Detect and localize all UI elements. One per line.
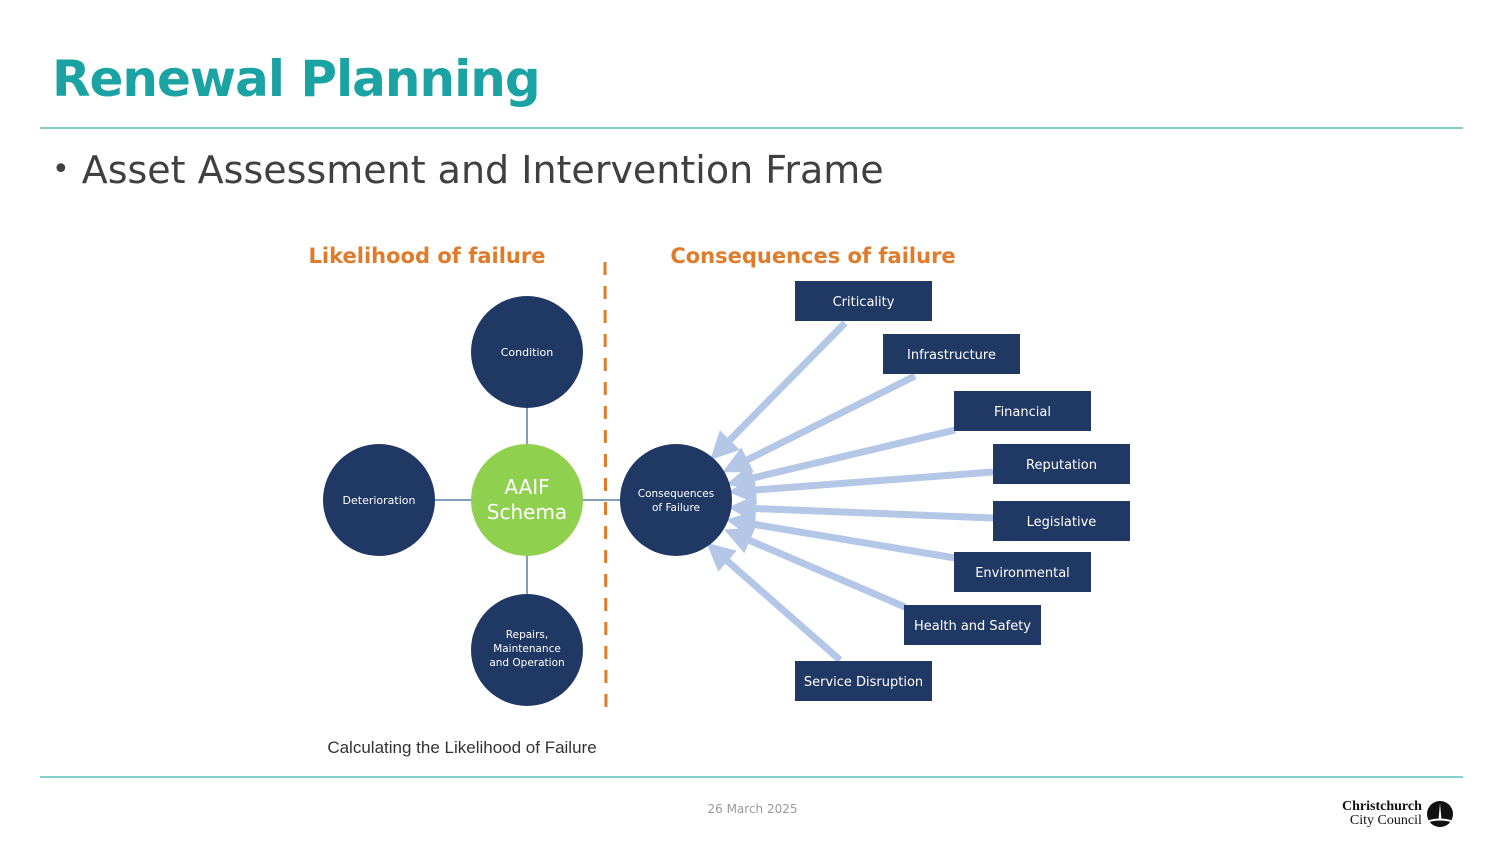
factor-label-legislative: Legislative (1027, 515, 1097, 530)
bullet-point: • Asset Assessment and Intervention Frame (52, 148, 884, 192)
factor-label-service-disruption: Service Disruption (804, 675, 923, 690)
divider-dashed-line (603, 261, 608, 713)
bullet-icon: • (52, 152, 70, 187)
footer-divider (40, 776, 1463, 778)
likelihood-heading: Likelihood of failure (309, 244, 546, 268)
factor-box-health-and-safety (904, 605, 1041, 645)
cathedral-logo-icon (1426, 801, 1453, 827)
arrow-5 (726, 510, 956, 562)
factor-box-service-disruption (795, 661, 932, 701)
arrow-7 (706, 542, 843, 663)
consequences-node (620, 444, 732, 556)
slide-title: Renewal Planning (52, 50, 541, 108)
council-logo: Christchurch City Council (1342, 800, 1454, 828)
arrow-6 (724, 527, 907, 611)
condition-label: Condition (501, 346, 554, 359)
bullet-text: Asset Assessment and Intervention Frame (81, 148, 884, 192)
arrow-2 (726, 426, 956, 492)
logo-line1: Christchurch (1342, 799, 1422, 814)
factor-box-reputation (993, 444, 1130, 484)
condition-node (471, 296, 583, 408)
factor-label-environmental: Environmental (975, 566, 1070, 581)
factor-box-infrastructure (883, 334, 1020, 374)
repairs-node (471, 594, 583, 706)
factor-box-environmental (954, 552, 1091, 592)
aaif-label-line1: AAIF (504, 475, 549, 499)
consequences-label-line1: Consequences (638, 488, 714, 500)
factor-label-criticality: Criticality (833, 295, 895, 310)
repairs-label-line2: Maintenance (493, 643, 561, 655)
factor-box-criticality (795, 281, 932, 321)
repairs-label-line1: Repairs, (506, 629, 548, 641)
logo-line2: City Council (1349, 813, 1422, 828)
deterioration-node (323, 444, 435, 556)
deterioration-label: Deterioration (343, 494, 416, 507)
factor-label-reputation: Reputation (1026, 458, 1097, 473)
factor-label-health-and-safety: Health and Safety (914, 619, 1031, 634)
arrow-1 (722, 372, 917, 473)
arrow-3 (728, 468, 994, 504)
factor-label-infrastructure: Infrastructure (907, 348, 996, 363)
factor-box-legislative (993, 501, 1130, 541)
factor-label-financial: Financial (994, 405, 1051, 420)
header-divider (40, 127, 1463, 129)
arrows (706, 320, 994, 663)
consequences-heading: Consequences of failure (670, 244, 955, 268)
diagram-caption: Calculating the Likelihood of Failure (327, 738, 596, 757)
factor-box-financial (954, 391, 1091, 431)
consequence-factors: CriticalityInfrastructureFinancialReputa… (795, 281, 1130, 701)
consequences-label-line2: of Failure (652, 502, 700, 514)
arrow-0 (710, 320, 848, 460)
footer-date: 26 March 2025 (707, 802, 798, 816)
aaif-label-line2: Schema (487, 500, 567, 524)
aaif-schema-node (471, 444, 583, 556)
arrow-4 (728, 494, 994, 523)
repairs-label-line3: and Operation (489, 657, 564, 669)
